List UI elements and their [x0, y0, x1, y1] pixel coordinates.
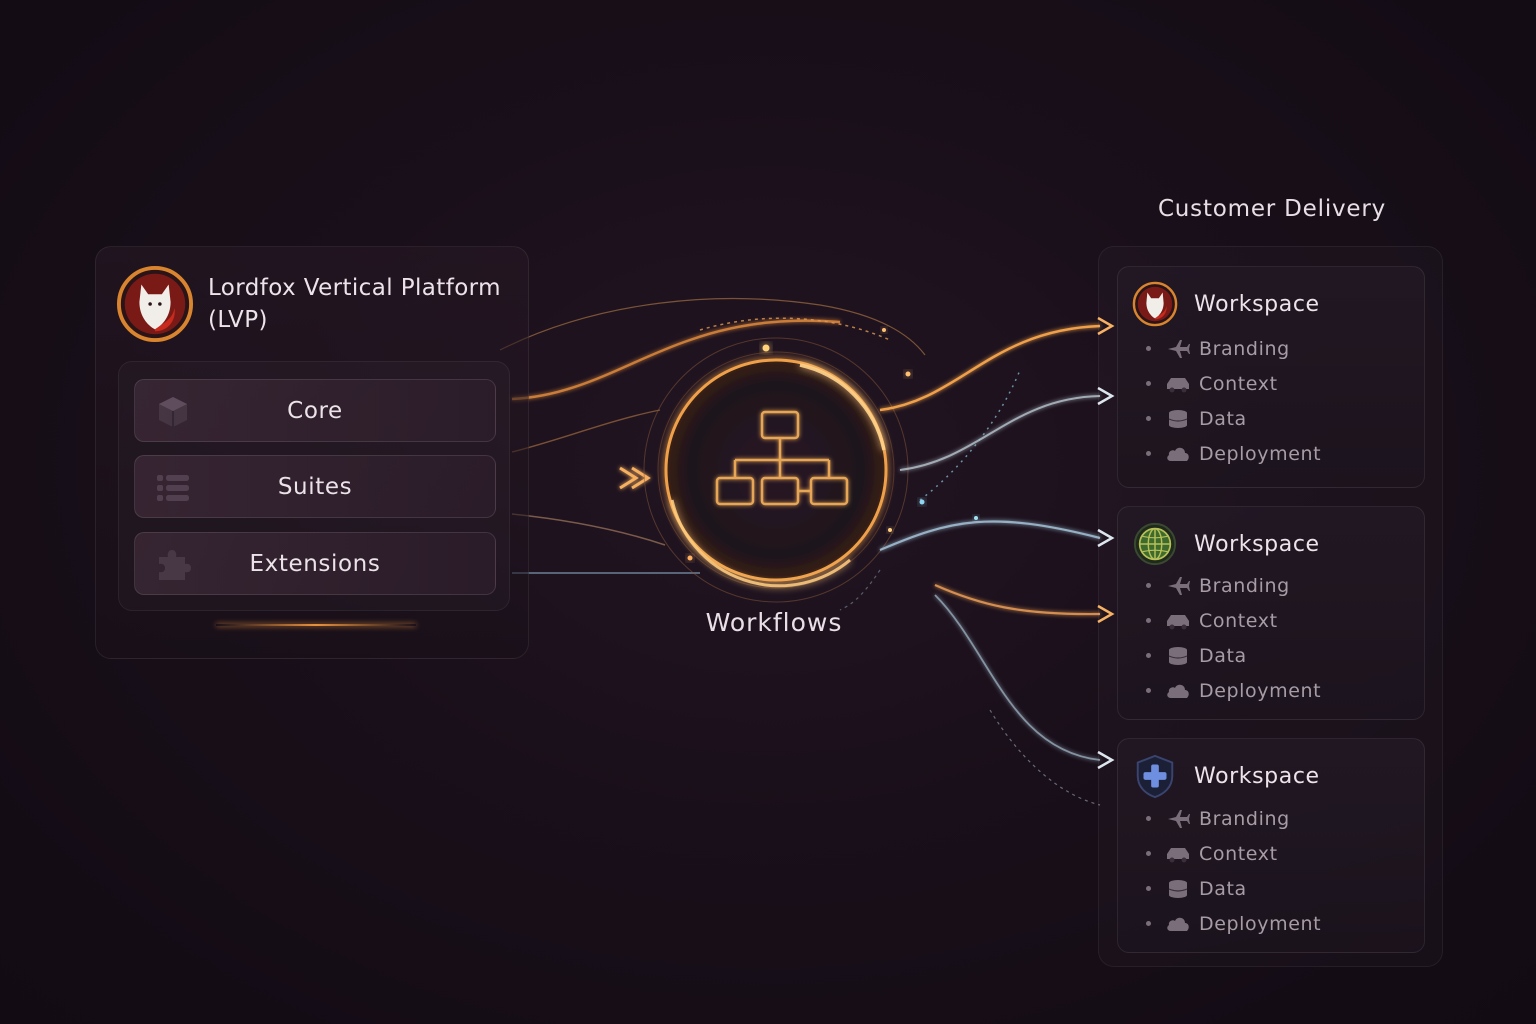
list-item-data: Data — [1146, 871, 1321, 906]
flow-line-arc-top — [499, 298, 926, 356]
workspace-card-2[interactable]: Workspace Branding Context Data Deplo — [1117, 506, 1425, 720]
module-core-label: Core — [287, 397, 343, 424]
list-item-branding: Branding — [1146, 801, 1321, 836]
workspace-header: Workspace — [1132, 281, 1320, 327]
delivery-panel — [1098, 246, 1443, 967]
workspace-header: Workspace — [1132, 753, 1320, 799]
cloud-icon — [1167, 917, 1189, 931]
platform-panel: Lordfox Vertical Platform (LVP) Core — [95, 246, 529, 659]
flow-line-dotted-arc — [839, 569, 881, 611]
cloud-icon — [1167, 447, 1189, 461]
list-item-branding: Branding — [1146, 331, 1321, 366]
flow-line-dotted-mid — [919, 369, 1021, 501]
module-suites[interactable]: Suites — [134, 455, 496, 518]
flow-line-core-lower — [511, 409, 661, 453]
flow-line-ws1-a — [879, 324, 1101, 412]
flow-line-core — [511, 319, 841, 401]
platform-modules: Core Suites Extensions — [118, 361, 510, 611]
flow-line-dotted-top — [699, 317, 891, 341]
cube-icon — [159, 397, 187, 427]
workflows-hub — [643, 328, 911, 603]
flow-line-extensions-a — [511, 513, 666, 546]
outgoing-flows — [839, 316, 1115, 806]
car-icon — [1167, 847, 1189, 862]
module-suites-label: Suites — [277, 473, 353, 500]
plane-icon — [1168, 809, 1190, 828]
car-icon — [1167, 614, 1189, 629]
module-extensions-label: Extensions — [249, 550, 381, 577]
fox-logo-icon — [116, 265, 194, 343]
flow-line-dotted-low — [989, 709, 1101, 806]
database-icon — [1168, 879, 1188, 898]
platform-title: Lordfox Vertical Platform (LVP) — [208, 275, 501, 333]
list-item-deployment: Deployment — [1146, 436, 1321, 471]
workspace-title: Workspace — [1194, 291, 1320, 317]
flow-arrow-suites — [619, 466, 651, 490]
module-extensions[interactable]: Extensions — [134, 532, 496, 595]
list-item-data: Data — [1146, 401, 1321, 436]
globe-icon — [1133, 522, 1177, 566]
list-item-context: Context — [1146, 836, 1321, 871]
flow-line-ws2-b — [934, 583, 1101, 616]
list-item-context: Context — [1146, 603, 1321, 638]
workspace-items: Branding Context Data Deployment — [1146, 801, 1321, 941]
workflows-label: Workflows — [705, 608, 843, 637]
flow-line-ws1-b — [899, 395, 1101, 471]
incoming-flows — [499, 298, 926, 574]
workspace-header: Workspace — [1132, 521, 1320, 567]
list-item-deployment: Deployment — [1146, 906, 1321, 941]
list-item-data: Data — [1146, 638, 1321, 673]
module-core[interactable]: Core — [134, 379, 496, 442]
platform-header: Lordfox Vertical Platform (LVP) — [116, 265, 518, 343]
workspace-card-1[interactable]: Workspace Branding Context Data Deplo — [1117, 266, 1425, 488]
list-item-context: Context — [1146, 366, 1321, 401]
fox-logo-icon — [1132, 281, 1178, 327]
list-icon — [157, 475, 189, 501]
flow-line-ws2-a — [879, 520, 1101, 552]
workspace-title: Workspace — [1194, 531, 1320, 557]
list-item-branding: Branding — [1146, 568, 1321, 603]
cloud-icon — [1167, 684, 1189, 698]
workspace-items: Branding Context Data Deployment — [1146, 331, 1321, 471]
plane-icon — [1168, 576, 1190, 595]
flow-line-ws3 — [934, 594, 1101, 761]
puzzle-icon — [159, 550, 191, 580]
workspace-items: Branding Context Data Deployment — [1146, 568, 1321, 708]
workspace-card-3[interactable]: Workspace Branding Context Data Deplo — [1117, 738, 1425, 953]
accent-glow-line — [216, 624, 416, 626]
hierarchy-icon — [715, 410, 849, 506]
list-item-deployment: Deployment — [1146, 673, 1321, 708]
database-icon — [1168, 409, 1188, 428]
workspace-title: Workspace — [1194, 763, 1320, 789]
plane-icon — [1168, 339, 1190, 358]
medical-shield-icon — [1136, 754, 1174, 799]
car-icon — [1167, 377, 1189, 392]
delivery-title: Customer Delivery — [1157, 196, 1387, 222]
database-icon — [1168, 646, 1188, 665]
